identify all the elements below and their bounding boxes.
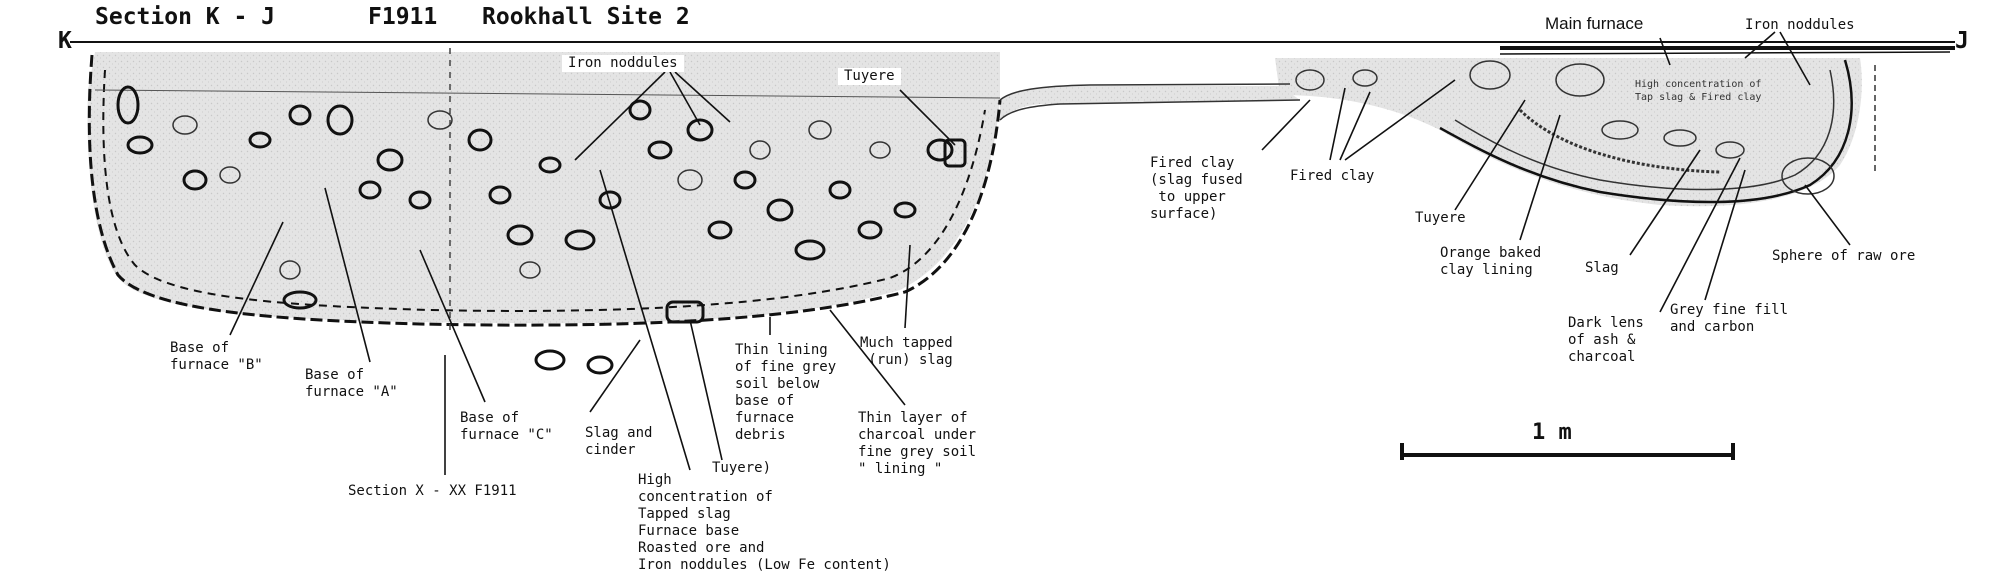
feature-code: F1911 xyxy=(368,4,438,30)
section-title: Section K - J xyxy=(95,4,276,30)
label-tuyere-bottom: Tuyere) xyxy=(712,460,772,476)
scale-bar xyxy=(1400,443,1735,460)
end-label-k: K xyxy=(58,28,72,54)
label-high-concentration-list: High concentration of Tapped slag Furnac… xyxy=(638,472,891,573)
label-much-tapped-slag: Much tapped (run) slag xyxy=(860,335,953,368)
sphere-of-raw-ore xyxy=(1781,157,1835,195)
channel-fill xyxy=(1000,86,1300,120)
label-thin-lining: Thin lining of fine grey soil below base… xyxy=(735,342,837,443)
label-tuyere-top: Tuyere xyxy=(838,68,901,85)
label-tuyere-right: Tuyere xyxy=(1415,210,1466,226)
label-fired-clay-fused: Fired clay (slag fused to upper surface) xyxy=(1150,155,1243,222)
label-base-furnace-a: Base of furnace "A" xyxy=(305,367,398,400)
label-thin-charcoal-layer: Thin layer of charcoal under fine grey s… xyxy=(858,410,977,477)
label-main-furnace: Main furnace xyxy=(1545,14,1644,33)
site-name: Rookhall Site 2 xyxy=(482,4,690,30)
scale-bar-label: 1 m xyxy=(1532,420,1572,445)
label-fired-clay: Fired clay xyxy=(1290,168,1375,184)
label-dark-lens: Dark lens of ash & charcoal xyxy=(1568,315,1644,365)
end-label-j: J xyxy=(1955,28,1969,54)
label-orange-baked-clay: Orange baked clay lining xyxy=(1440,245,1542,278)
label-iron-noddules-right: Iron noddules xyxy=(1745,17,1855,33)
leader-lines xyxy=(229,31,1851,475)
label-section-x-xx: Section X - XX F1911 xyxy=(348,483,517,499)
label-sphere-of-raw-ore: Sphere of raw ore xyxy=(1772,248,1916,264)
label-slag: Slag xyxy=(1585,260,1619,276)
label-grey-fine-fill: Grey fine fill and carbon xyxy=(1670,302,1789,335)
label-high-concentration-tap-slag: High concentration of Tap slag & Fired c… xyxy=(1635,79,1762,103)
slag-nodules xyxy=(116,85,967,375)
label-slag-and-cinder: Slag and cinder xyxy=(585,425,653,458)
label-base-furnace-c: Base of furnace "C" xyxy=(460,410,553,443)
pit-fill xyxy=(87,52,1001,324)
label-iron-noddules-left: Iron noddules xyxy=(562,55,684,72)
furnace-fill xyxy=(1275,58,1862,207)
label-base-furnace-b: Base of furnace "B" xyxy=(170,340,263,373)
